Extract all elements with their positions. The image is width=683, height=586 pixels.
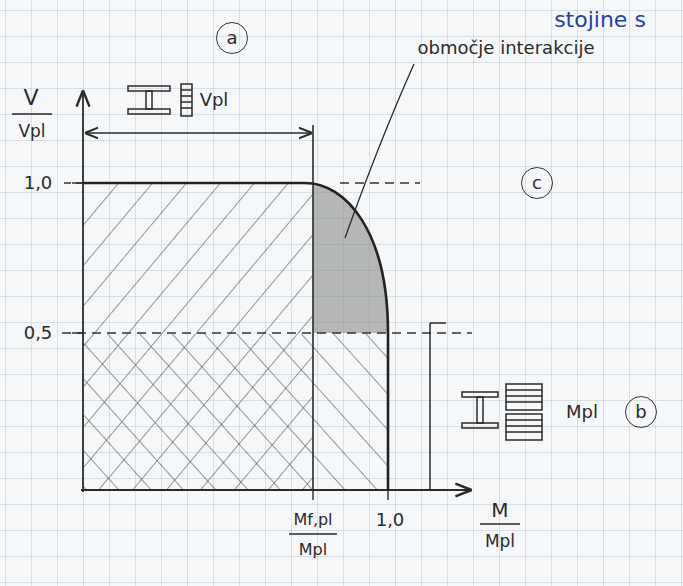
icon-label: Mpl [566, 402, 598, 422]
axis-label: V [23, 86, 38, 110]
interaction-curve [83, 183, 388, 490]
node-text: c [532, 173, 542, 193]
ibeam-shear-icon [128, 84, 192, 116]
web [477, 397, 483, 423]
circled-letter: a [216, 22, 248, 54]
leader-line [345, 64, 414, 238]
axis-label: Vpl [18, 122, 45, 141]
v-axis [82, 92, 84, 492]
guide-dash [62, 332, 472, 333]
circled-letter: b [625, 396, 657, 428]
guide-dash [340, 182, 420, 183]
fraction-bar [289, 533, 337, 534]
axis-label: Mpl [485, 532, 515, 551]
axis-tick [312, 490, 313, 500]
tick-label: Mpl [299, 541, 327, 559]
fraction-bar [12, 113, 52, 114]
circled-letter: c [521, 167, 553, 199]
tick-label: 1,0 [24, 173, 53, 193]
page-note: stojine s [554, 8, 646, 32]
flange [128, 109, 170, 114]
stress-block [506, 384, 542, 410]
flange [462, 423, 498, 428]
stress-block-lines [506, 390, 542, 432]
axis-label: M [491, 499, 508, 521]
m-axis [81, 489, 470, 491]
tick-label: Mf,pl [293, 511, 332, 529]
stress-block [506, 414, 542, 440]
dimension-bracket [429, 323, 431, 490]
web [146, 91, 152, 109]
interaction-region [313, 186, 388, 333]
moment-region-hatch [84, 334, 388, 489]
shear-block [181, 84, 192, 116]
tick-label: 0,5 [24, 323, 53, 343]
node-text: a [226, 28, 237, 48]
axis-tick [72, 332, 83, 333]
node-text: b [635, 402, 646, 422]
tick-label: 1,0 [376, 510, 405, 530]
dimension-bracket [430, 322, 446, 324]
icon-label: Vpl [200, 90, 229, 110]
region-label: območje interakcije [417, 38, 594, 58]
shear-block-lines [181, 90, 192, 108]
guide-dash [64, 182, 83, 183]
mfpl-line [312, 125, 314, 490]
axis-tick [72, 182, 83, 183]
ibeam-moment-icon [462, 384, 542, 440]
axis-tick [387, 490, 388, 500]
dimension-bracket [86, 132, 311, 134]
fraction-bar [480, 523, 520, 524]
